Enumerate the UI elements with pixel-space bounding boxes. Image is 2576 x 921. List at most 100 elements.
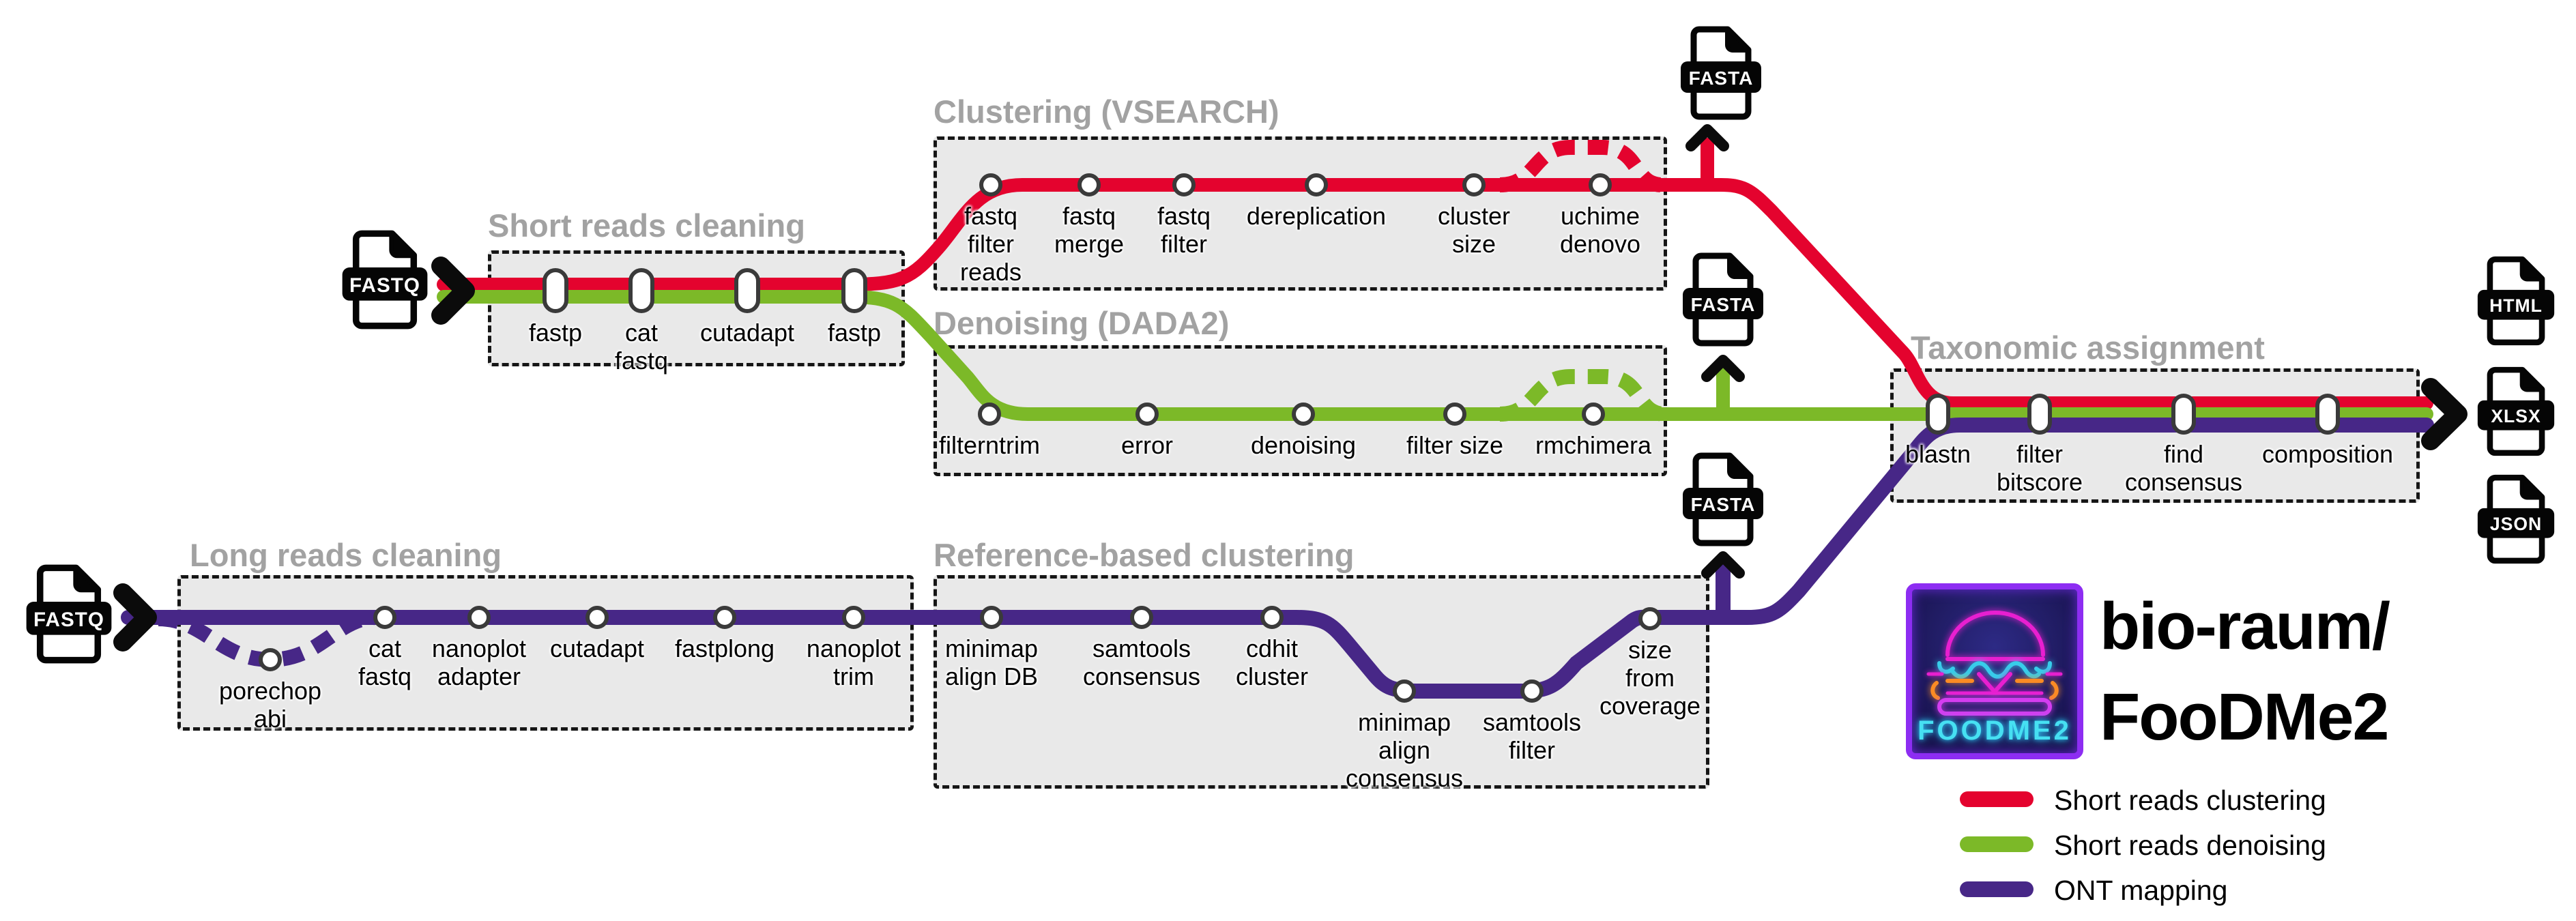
node-cat-fastq — [628, 268, 654, 313]
node-nanoplot-trim — [842, 606, 865, 629]
node-label: fastp — [827, 319, 882, 347]
file-glyph: FASTA — [1683, 252, 1763, 347]
node-fastp — [542, 268, 568, 313]
file-glyph: FASTA — [1681, 26, 1761, 120]
brand-name-line1: bio-raum/ — [2100, 589, 2390, 663]
node-error — [1135, 403, 1159, 426]
node-label: samtools filter — [1482, 708, 1582, 764]
file-glyph: FASTQ — [26, 564, 112, 664]
short-reads-cleaning-title: Short reads cleaning — [488, 207, 805, 244]
node-label: blastn — [1905, 440, 1971, 468]
reference-based-clustering-title: Reference-based clustering — [934, 537, 1355, 573]
foodme2-neon-logo: FOODME2 — [1906, 583, 2083, 759]
node-fastp — [841, 268, 867, 313]
node-label: composition — [2261, 440, 2394, 468]
node-label: cutadapt — [549, 634, 645, 662]
node-label: cutadapt — [699, 319, 795, 347]
node-porechop-abi — [259, 648, 282, 671]
node-filterntrim — [978, 403, 1001, 426]
denoising-chimera-bypass-dashed — [1499, 369, 1666, 422]
xlsx-output-file-icon: XLSX — [2476, 364, 2556, 458]
node-label: uchime denovo — [1559, 202, 1641, 258]
node-samtools-consensus — [1130, 606, 1153, 629]
node-label: fastq filter reads — [959, 202, 1022, 286]
node-label: fastq merge — [1054, 202, 1125, 258]
legend-label: Short reads clustering — [2054, 785, 2326, 816]
legend-swatch-purple — [1960, 881, 2034, 897]
brand-name-line2: FooDMe2 — [2100, 679, 2389, 754]
svg-text:FASTA: FASTA — [1689, 68, 1754, 89]
fasta-clustering-up-arrow-icon — [1685, 124, 1729, 151]
node-label: filter size — [1406, 431, 1504, 459]
fastq-short-input-arrow-icon — [431, 257, 475, 325]
node-label: cat fastq — [358, 634, 412, 690]
node-denoising — [1292, 403, 1315, 426]
node-label: minimap align DB — [944, 634, 1039, 690]
node-fastplong — [713, 606, 736, 629]
fasta-denoising-up-arrow-icon — [1701, 355, 1745, 382]
output-arrow-icon — [2421, 378, 2468, 450]
file-glyph: HTML — [2477, 256, 2555, 346]
svg-text:FASTA: FASTA — [1691, 294, 1756, 315]
file-glyph: XLSX — [2477, 366, 2555, 456]
node-label: dereplication — [1246, 202, 1387, 230]
denoising-dada2-title: Denoising (DADA2) — [934, 305, 1230, 341]
node-blastn — [1926, 394, 1950, 435]
node-label: nanoplot adapter — [431, 634, 527, 690]
svg-text:FASTA: FASTA — [1691, 494, 1756, 515]
node-fastq-merge — [1077, 173, 1101, 196]
node-label: cat fastq — [614, 319, 669, 375]
node-filter-bitscore — [2027, 394, 2052, 435]
node-label: porechop abi — [218, 677, 322, 733]
svg-text:JSON: JSON — [2490, 514, 2542, 534]
node-label: fastplong — [674, 634, 775, 662]
node-label: samtools consensus — [1082, 634, 1201, 690]
node-label: fastp — [528, 319, 583, 347]
node-minimap-align-DB — [980, 606, 1003, 629]
svg-text:FASTQ: FASTQ — [33, 609, 104, 631]
node-label: find consensus — [2124, 440, 2243, 496]
fastq-long-input-file-icon: FASTQ — [23, 564, 115, 664]
logo-wordmark: FOODME2 — [1917, 716, 2072, 746]
fastq-short-input-file-icon: FASTQ — [339, 229, 431, 330]
node-filter-size — [1443, 403, 1466, 426]
clustering-vsearch-title: Clustering (VSEARCH) — [934, 93, 1279, 130]
node-find-consensus — [2171, 394, 2196, 435]
file-glyph: JSON — [2477, 474, 2555, 564]
node-label: nanoplot trim — [806, 634, 901, 690]
node-uchime-denovo — [1589, 173, 1612, 196]
node-rmchimera — [1582, 403, 1605, 426]
node-samtools-filter — [1520, 679, 1544, 703]
taxonomic-assignment-box — [1890, 368, 2420, 503]
node-cdhit-cluster — [1260, 606, 1284, 629]
file-glyph: FASTA — [1683, 452, 1763, 546]
long-reads-cleaning-title: Long reads cleaning — [190, 537, 502, 573]
fasta-mapping-up-arrow-icon — [1701, 551, 1745, 579]
fasta-clustering-output-file-icon: FASTA — [1679, 25, 1763, 121]
svg-text:XLSX: XLSX — [2491, 406, 2541, 426]
svg-text:HTML: HTML — [2489, 295, 2543, 316]
node-nanoplot-adapter — [467, 606, 491, 629]
taxonomic-assignment-title: Taxonomic assignment — [1911, 330, 2265, 366]
porechop-optional-dip-dashed — [158, 610, 377, 668]
node-size-from-coverage — [1638, 607, 1662, 630]
node-dereplication — [1305, 173, 1328, 196]
neon-burger-icon — [1926, 611, 2063, 716]
fastq-long-input-arrow-icon — [113, 583, 157, 652]
node-label: cluster size — [1437, 202, 1511, 258]
html-output-file-icon: HTML — [2476, 254, 2556, 348]
node-cutadapt — [585, 606, 609, 629]
node-cluster-size — [1462, 173, 1486, 196]
node-cat-fastq — [373, 606, 396, 629]
node-label: denoising — [1250, 431, 1357, 459]
json-output-file-icon: JSON — [2476, 472, 2556, 566]
legend-swatch-green — [1960, 836, 2034, 852]
node-label: rmchimera — [1535, 431, 1652, 459]
node-minimap-align-consensus — [1393, 679, 1416, 703]
legend-label: Short reads denoising — [2054, 830, 2326, 861]
node-label: error — [1120, 431, 1174, 459]
rail-ont-mapping — [121, 418, 2434, 699]
file-glyph: FASTQ — [342, 230, 428, 330]
node-cutadapt — [734, 268, 760, 313]
